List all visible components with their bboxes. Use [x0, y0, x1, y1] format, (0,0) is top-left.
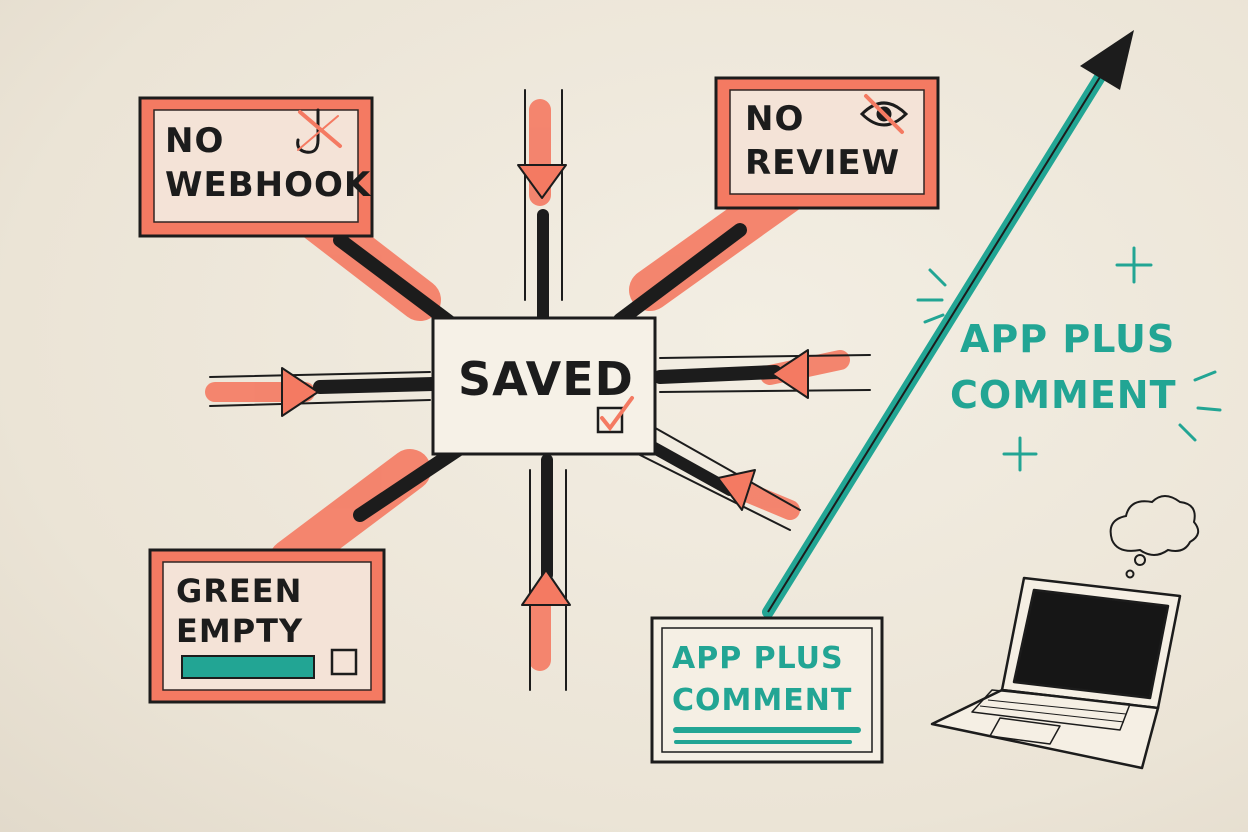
laptop-icon [930, 576, 1182, 770]
app-plus-comment-box: APP PLUS COMMENT [650, 616, 884, 764]
no-review-box: NO REVIEW [714, 76, 940, 210]
checkbox-checked-icon [596, 396, 634, 434]
webhook-line1: NO [165, 121, 224, 161]
no-webhook-box: NO WEBHOOK [138, 96, 374, 238]
webhook-line2: WEBHOOK [165, 165, 372, 205]
app-line1: APP PLUS [672, 641, 844, 676]
green-empty-box: GREEN EMPTY [148, 548, 386, 704]
green-line2: EMPTY [176, 612, 303, 650]
app-line2: COMMENT [672, 683, 852, 718]
callout-line2: COMMENT [950, 373, 1177, 417]
review-line1: NO [745, 99, 804, 139]
arrow-left [281, 367, 319, 417]
arrow-bottom [521, 569, 571, 606]
sparkle-marks [916, 246, 1222, 472]
crossed-hook-icon [296, 108, 342, 154]
saved-box: SAVED [431, 316, 657, 456]
teal-bar [181, 655, 315, 679]
callout: APP PLUS COMMENT [916, 246, 1222, 472]
green-line1: GREEN [176, 572, 302, 610]
up-right-arrow-icon [762, 30, 1134, 618]
crossed-eye-icon [859, 94, 909, 134]
callout-line1: APP PLUS [960, 317, 1175, 361]
arrow-lower-right [717, 469, 756, 511]
arrow-top [517, 164, 567, 199]
empty-checkbox-icon [330, 648, 358, 676]
saved-label: SAVED [458, 352, 634, 406]
arrow-right [771, 349, 809, 399]
inward-arrows [281, 164, 809, 606]
thought-cloud-icon [1109, 495, 1200, 579]
review-line2: REVIEW [745, 143, 900, 183]
